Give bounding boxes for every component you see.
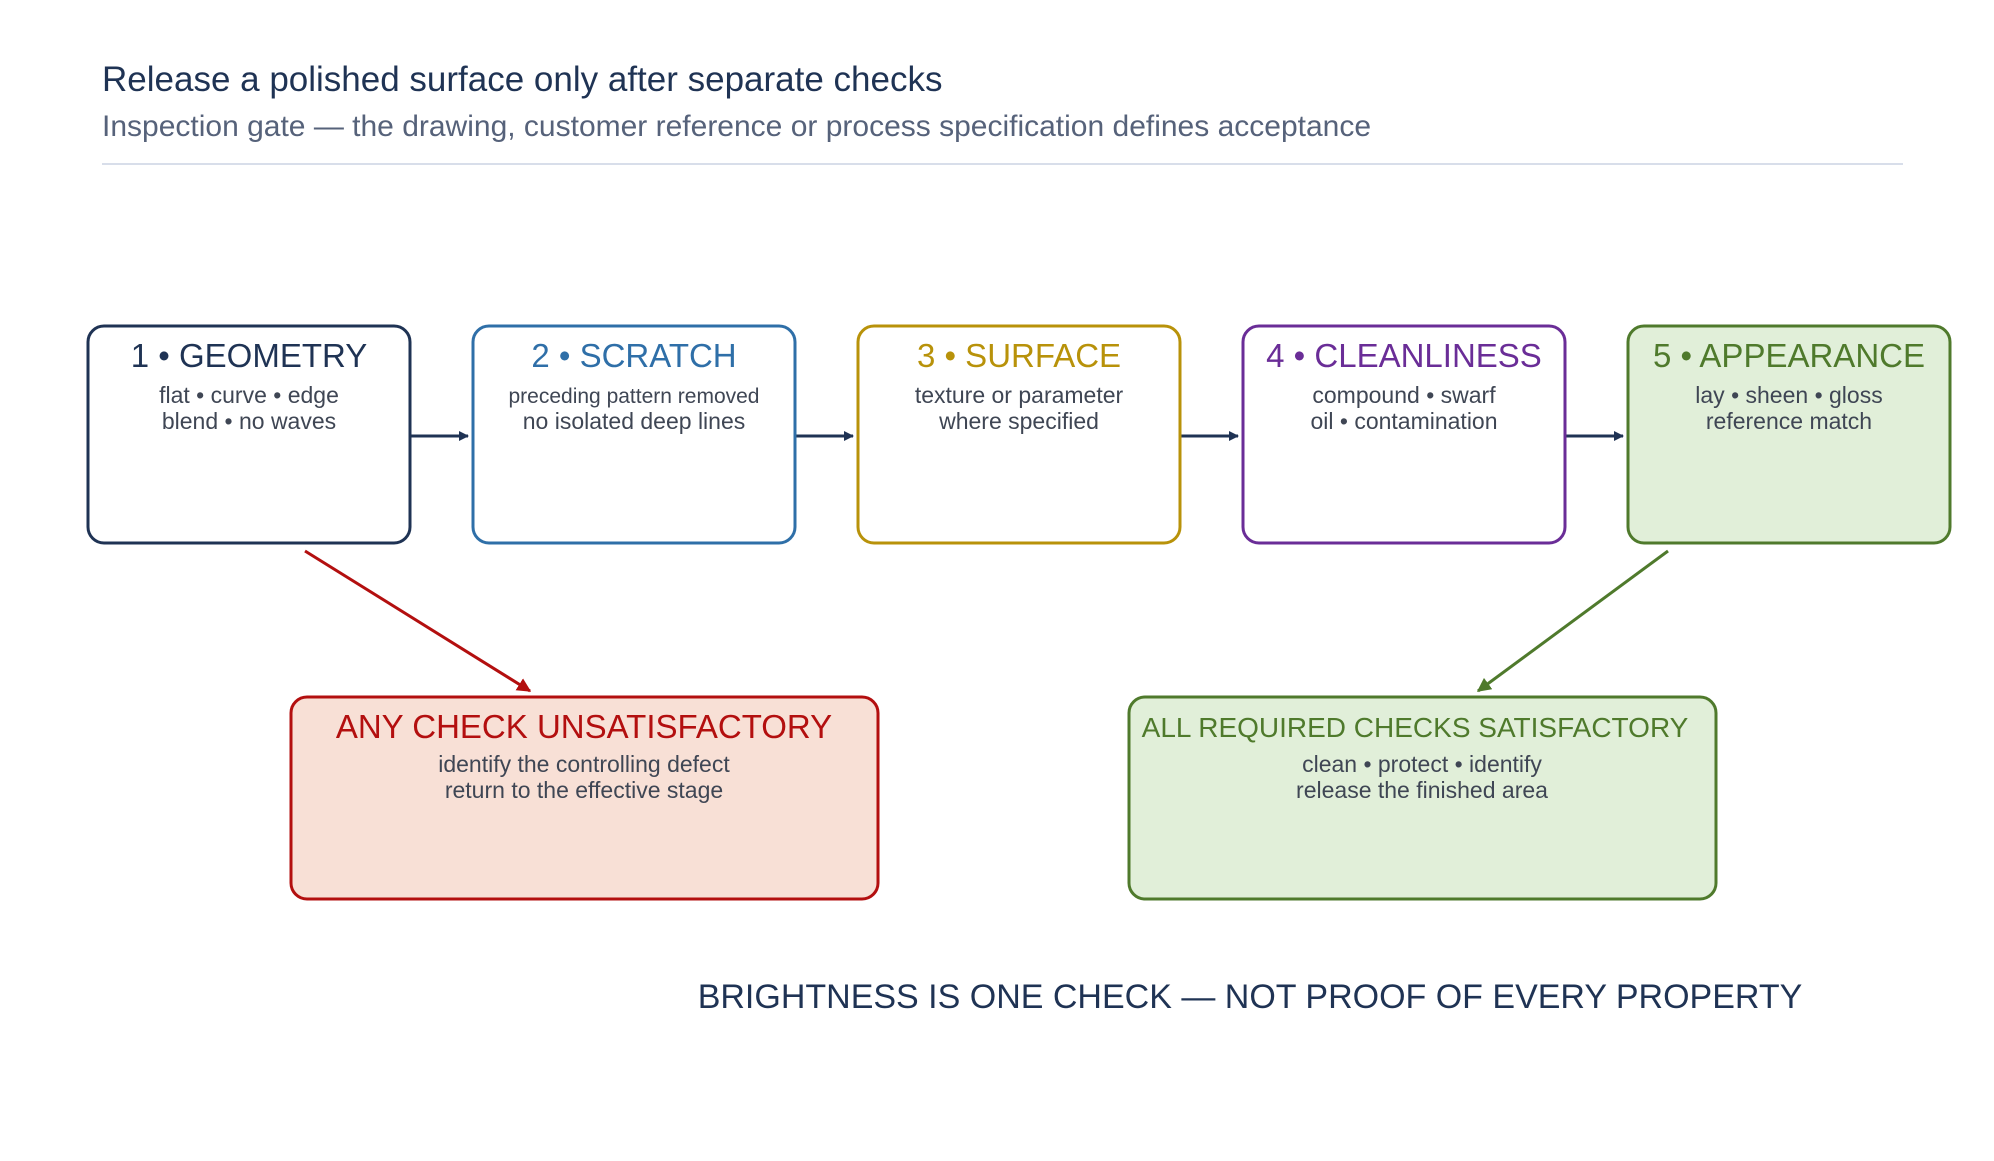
outcome-unsatisfactory-line-2: return to the effective stage [445, 777, 723, 803]
header-divider [102, 163, 1903, 165]
check-surface-line-1: texture or parameter [915, 382, 1124, 408]
outcome-satisfactory-line-2: release the finished area [1296, 777, 1548, 803]
footer-note: BRIGHTNESS IS ONE CHECK — NOT PROOF OF E… [697, 978, 1803, 1016]
check-cleanliness: 4 • CLEANLINESS compound • swarf oil • c… [1241, 324, 1567, 545]
check-geometry-title: 1 • GEOMETRY [131, 337, 368, 374]
diagram-subtitle: Inspection gate — the drawing, customer … [102, 110, 1372, 143]
check-surface-box [856, 324, 1182, 545]
check-scratch-line-1: preceding pattern removed [509, 385, 760, 408]
outcome-unsatisfactory: ANY CHECK UNSATISFACTORY identify the co… [289, 695, 880, 901]
check-appearance-line-1: lay • sheen • gloss [1695, 382, 1882, 408]
check-geometry-line-1: flat • curve • edge [159, 382, 339, 408]
check-geometry-box [86, 324, 412, 545]
check-appearance: 5 • APPEARANCE lay • sheen • gloss refer… [1626, 324, 1952, 545]
pass-arrow [1476, 549, 1669, 693]
outcome-unsatisfactory-box [289, 695, 880, 901]
check-surface: 3 • SURFACE texture or parameter where s… [856, 324, 1182, 545]
check-surface-title: 3 • SURFACE [917, 337, 1121, 374]
check-surface-line-2: where specified [938, 408, 1099, 434]
check-cleanliness-line-1: compound • swarf [1312, 382, 1496, 408]
outcome-satisfactory-box [1127, 695, 1718, 901]
diagram-title: Release a polished surface only after se… [102, 60, 943, 99]
outcome-satisfactory-title: ALL REQUIRED CHECKS SATISFACTORY [1142, 712, 1689, 743]
check-scratch-title: 2 • SCRATCH [531, 337, 736, 374]
outcome-satisfactory-line-1: clean • protect • identify [1302, 751, 1542, 777]
check-scratch-box [471, 324, 797, 545]
check-geometry: 1 • GEOMETRY flat • curve • edge blend •… [86, 324, 412, 545]
check-cleanliness-title: 4 • CLEANLINESS [1266, 337, 1542, 374]
check-appearance-box [1626, 324, 1952, 545]
check-scratch-line-2: no isolated deep lines [523, 408, 746, 434]
outcome-unsatisfactory-title: ANY CHECK UNSATISFACTORY [336, 708, 832, 745]
check-geometry-line-2: blend • no waves [162, 408, 336, 434]
check-appearance-title: 5 • APPEARANCE [1653, 337, 1925, 374]
outcome-unsatisfactory-line-1: identify the controlling defect [438, 751, 730, 777]
check-appearance-line-2: reference match [1706, 408, 1872, 434]
outcome-satisfactory: ALL REQUIRED CHECKS SATISFACTORY clean •… [1127, 695, 1718, 901]
check-cleanliness-box [1241, 324, 1567, 545]
check-scratch: 2 • SCRATCH preceding pattern removed no… [471, 324, 797, 545]
check-cleanliness-line-2: oil • contamination [1310, 408, 1497, 434]
fail-arrow [304, 549, 532, 693]
